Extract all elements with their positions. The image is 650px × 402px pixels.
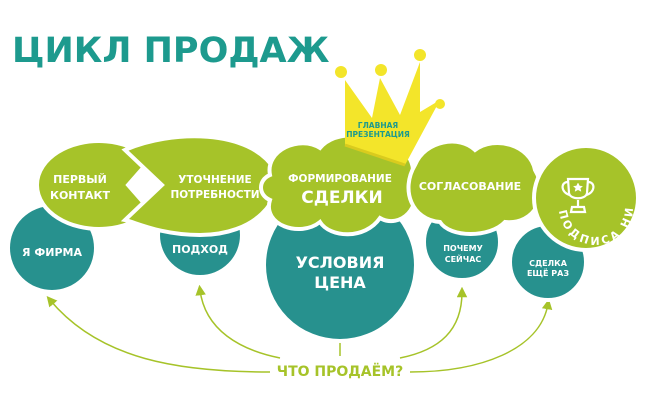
center-question: ЧТО ПРОДАЁМ?: [277, 363, 403, 380]
needs-line1: УТОЧНЕНИЕ: [178, 174, 251, 186]
crown-label-line1: ГЛАВНАЯ: [358, 121, 399, 130]
crown-icon: [335, 49, 445, 167]
agreement-label: СОГЛАСОВАНИЕ: [419, 180, 521, 193]
signing-circle: [532, 144, 640, 252]
first-contact-shape: [34, 139, 153, 231]
deal-again-line1: СДЕЛКА: [529, 259, 568, 268]
deal-line2: СДЕЛКИ: [301, 188, 382, 208]
deal-cloud: [259, 133, 417, 237]
needs-line2: ПОТРЕБНОСТИ: [170, 189, 259, 201]
terms-line1: УСЛОВИЯ: [296, 253, 385, 272]
first-contact-line2: КОНТАКТ: [50, 189, 111, 202]
deal-again-line2: ЕЩЁ РАЗ: [527, 268, 569, 278]
crown-label-line2: ПРЕЗЕНТАЦИЯ: [346, 130, 410, 139]
arrow-to-why-now: [399, 286, 468, 359]
question-arrows: [46, 284, 553, 373]
why-now-line1: ПОЧЕМУ: [443, 244, 483, 253]
trophy-icon: [561, 177, 595, 214]
arrow-to-deal-again: [409, 298, 553, 373]
arrow-to-approach: [195, 284, 281, 359]
approach-label: ПОДХОД: [172, 243, 228, 256]
why-now-line2: СЕЙЧАС: [445, 253, 482, 264]
terms-line2: ЦЕНА: [314, 273, 366, 292]
deal-line1: ФОРМИРОВАНИЕ: [288, 173, 392, 185]
page-title: ЦИКЛ ПРОДАЖ: [12, 31, 330, 71]
arrow-to-company: [46, 295, 271, 373]
first-contact-line1: ПЕРВЫЙ: [53, 173, 107, 186]
company-label: Я ФИРМА: [22, 246, 82, 259]
